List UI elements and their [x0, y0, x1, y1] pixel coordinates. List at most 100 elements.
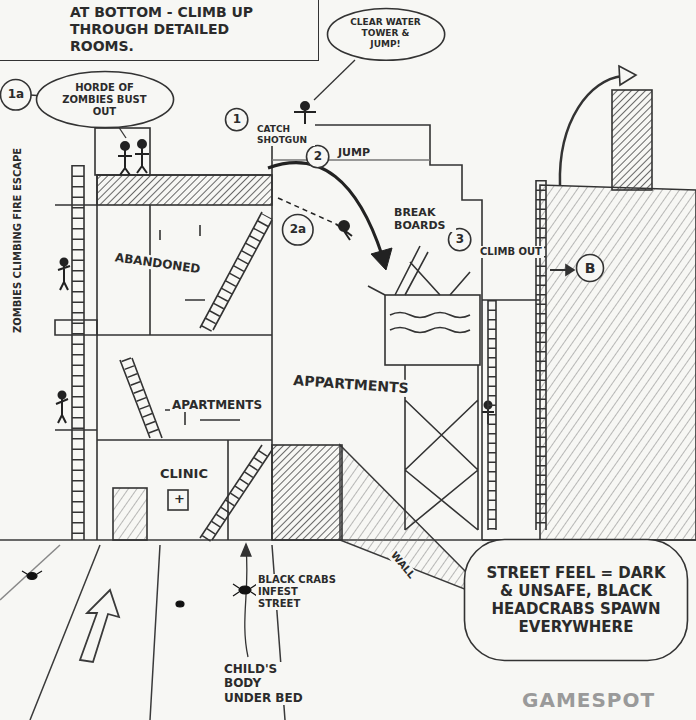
note-text: STREET FEEL = DARK & UNSAFE, BLACK HEADC… — [483, 564, 669, 636]
left-building — [55, 128, 272, 540]
left-building — [72, 165, 84, 540]
note-box: AT BOTTOM - CLIMB UP THROUGH DETAILED RO… — [0, 0, 319, 61]
jump-arrow — [268, 163, 383, 258]
callout-circle — [307, 146, 329, 168]
sketch-label: WALL — [387, 548, 419, 583]
sketch-label: CLINIC — [158, 466, 210, 482]
jump-arrow — [268, 163, 392, 270]
note-text: AT BOTTOM - CLIMB UP THROUGH DETAILED RO… — [70, 4, 262, 54]
black-crabs — [233, 584, 257, 596]
callout-circle — [226, 109, 248, 131]
leader-lines — [30, 60, 355, 657]
sketch-label: CLIMB OUT — [478, 246, 544, 258]
right-building — [566, 265, 574, 275]
water-tower — [390, 313, 470, 333]
callout-number: 1 — [224, 107, 249, 132]
right-building — [536, 180, 546, 530]
text-block: STREET FEEL = DARK & UNSAFE, BLACK HEADC… — [483, 564, 669, 636]
callout-number: B — [575, 253, 605, 283]
ground — [340, 445, 472, 592]
callout-circle — [283, 215, 314, 246]
callout-circle — [577, 255, 604, 282]
sketch-label: JUMP — [336, 146, 372, 159]
sketch-label: ZOMBIES CLIMBING FIRE ESCAPE — [12, 146, 24, 335]
zombie-figures — [135, 148, 149, 173]
text-block: 1a — [7, 87, 25, 101]
callout-number: 1a — [0, 78, 33, 112]
callout-number: 2a — [289, 222, 307, 236]
water-tower — [405, 365, 478, 530]
black-crabs — [22, 571, 42, 574]
leader-lines — [241, 544, 251, 556]
right-building — [536, 66, 696, 540]
middle-building — [272, 125, 482, 540]
ground — [0, 545, 60, 600]
left-building — [206, 447, 267, 539]
text-block: 1 — [232, 112, 242, 126]
middle-building — [272, 125, 540, 540]
sketch-label: CATCH SHOTGUN — [255, 124, 315, 146]
callout-number: 2 — [313, 149, 323, 163]
note-text: HORDE OF ZOMBIES BUST OUT — [58, 82, 150, 118]
left-building — [97, 175, 272, 205]
right-building — [612, 90, 652, 190]
jump-arrow — [371, 248, 392, 270]
sketch-label: APPARTMENTS — [291, 372, 411, 397]
speech-bubble: CLEAR WATER TOWER & JUMP! — [326, 7, 446, 62]
text-block: HORDE OF ZOMBIES BUST OUT — [58, 82, 150, 118]
zombie-figures — [56, 102, 494, 424]
right-building — [536, 180, 546, 530]
zombie-figures — [58, 266, 70, 290]
sketch-label: ABANDONED — [112, 250, 203, 277]
water-tower — [385, 295, 480, 365]
middle-building — [482, 300, 540, 540]
speech-bubble: HORDE OF ZOMBIES BUST OUT — [35, 70, 175, 129]
leader-lines — [314, 60, 355, 100]
left-building — [72, 165, 84, 540]
text-block: AT BOTTOM - CLIMB UP THROUGH DETAILED RO… — [70, 4, 262, 54]
zombie-figures — [301, 102, 309, 110]
sketch-label: + — [172, 491, 187, 507]
left-building — [55, 205, 97, 430]
middle-building — [488, 300, 496, 530]
sketch-label: BLACK CRABS INFEST STREET — [256, 574, 340, 610]
left-building — [97, 175, 272, 540]
zombie-figures — [138, 140, 146, 148]
middle-building — [272, 159, 430, 161]
text-block: CLEAR WATER TOWER & JUMP! — [346, 17, 424, 49]
zombie-figures — [56, 399, 68, 423]
bubble-outline — [465, 540, 688, 661]
right-building — [560, 76, 622, 185]
left-building — [168, 490, 188, 510]
sketch-label: BREAK BOARDS — [392, 206, 456, 232]
left-building — [200, 445, 272, 540]
black-crabs — [27, 573, 37, 580]
left-building — [200, 212, 272, 330]
zombie-figures — [336, 224, 352, 240]
text-block: B — [584, 260, 596, 277]
ground — [80, 590, 119, 662]
bubble-outline — [327, 8, 444, 60]
callout-number: 3 — [455, 232, 465, 246]
zombie-figures — [59, 392, 66, 399]
sketch-label: APARTMENTS — [170, 398, 264, 412]
right-building — [619, 66, 636, 85]
left-building — [97, 205, 272, 540]
note-bubble: STREET FEEL = DARK & UNSAFE, BLACK HEADC… — [463, 538, 689, 662]
callout-number: 2 — [305, 144, 330, 169]
left-building — [160, 225, 240, 425]
callout-number: 1 — [232, 112, 242, 126]
callout-number: 1a — [7, 87, 25, 101]
zombie-figures — [118, 150, 132, 175]
zombie-figures — [61, 259, 68, 266]
callout-circle — [1, 80, 32, 111]
text-block: 2a — [289, 222, 307, 236]
middle-building — [488, 300, 496, 530]
left-building — [126, 359, 156, 438]
black-crabs — [22, 571, 257, 607]
black-crabs — [176, 601, 184, 607]
note-text: CLEAR WATER TOWER & JUMP! — [346, 17, 424, 49]
watermark: GAMESPOT — [520, 688, 657, 712]
middle-building — [272, 445, 342, 540]
